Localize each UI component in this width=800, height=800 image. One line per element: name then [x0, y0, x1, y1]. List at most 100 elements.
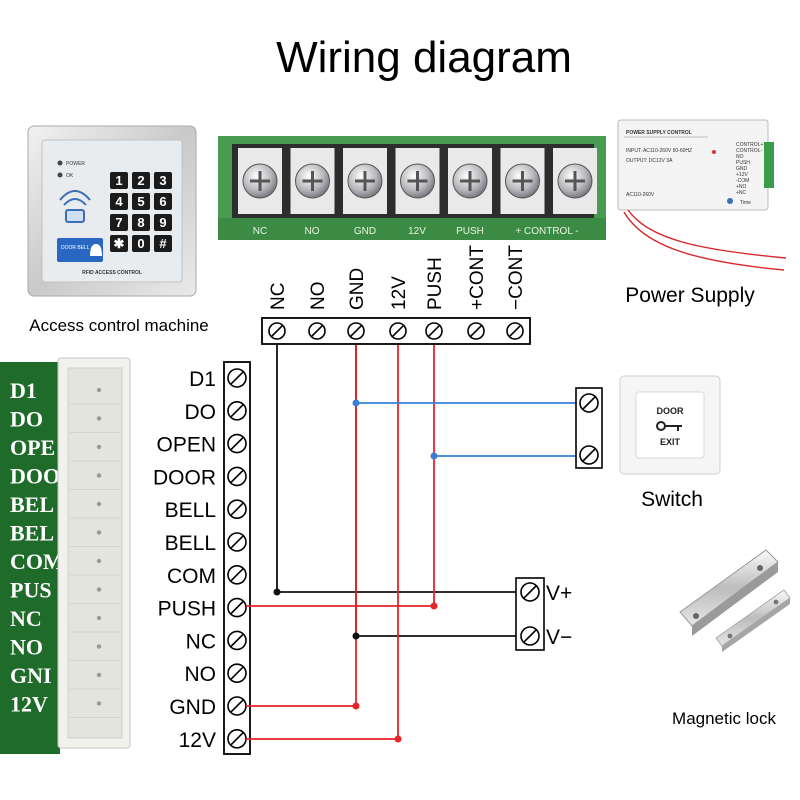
psu-input: INPUT: AC110-260V 50-60HZ — [626, 148, 692, 154]
pcb-pin-icon — [96, 615, 102, 621]
switch-terminal-block — [575, 387, 603, 469]
controller-terminal-screw-icon — [227, 597, 247, 618]
power-terminal-screw-icon — [268, 322, 286, 340]
exit-button: DOOR EXIT — [619, 375, 721, 475]
keypad-key-label: 2 — [137, 173, 144, 188]
magnetic-lock-photo — [679, 549, 791, 652]
keypad-key[interactable]: 7 — [110, 214, 128, 231]
pcb-silkscreen-label: 12V — [10, 692, 48, 717]
psu-output: OUTPUT: DC12V 3A — [626, 158, 673, 164]
strip-label: NC — [253, 226, 267, 237]
controller-terminal-screw-icon — [227, 400, 247, 421]
keypad-key-label: 7 — [115, 215, 122, 230]
keypad-key[interactable]: 6 — [154, 193, 172, 210]
power-terminal-label: −CONT — [506, 245, 527, 310]
controller-terminal-screw-icon — [227, 663, 247, 684]
power-terminal-screw-icon — [347, 322, 365, 340]
caption-power-supply: Power Supply — [625, 284, 755, 307]
wires — [246, 345, 578, 740]
strip-screw-icon — [395, 148, 440, 214]
pcb-pin-icon — [96, 501, 102, 507]
psu-led-icon — [712, 150, 716, 154]
pcb-pin-icon — [96, 416, 102, 421]
power-terminal-label: +CONT — [467, 245, 488, 310]
pcb-pin-icon — [96, 644, 102, 649]
keypad-key[interactable]: ✱ — [110, 235, 128, 252]
strip-label: + CONTROL - — [515, 226, 578, 237]
psu-terminal-label: CONTROL+ — [736, 142, 763, 148]
psu-terminal-block — [764, 142, 774, 188]
strip-label: GND — [354, 226, 376, 237]
keypad-key[interactable]: 4 — [110, 193, 128, 210]
strip-screw-icon — [238, 148, 282, 214]
pcb-silkscreen-label: NC — [10, 606, 42, 631]
keypad-key[interactable]: 9 — [154, 214, 172, 231]
keypad-key-label: 6 — [159, 194, 166, 209]
controller-terminal-label: 12V — [179, 729, 216, 752]
controller-terminal-label: OPEN — [156, 434, 216, 457]
power-supply-unit: POWER SUPPLY CONTROL INPUT: AC110-260V 5… — [617, 119, 787, 271]
strip-label: PUSH — [456, 226, 484, 237]
pcb-pin-icon — [96, 701, 102, 706]
controller-terminal-label: DOOR — [153, 466, 216, 489]
controller-terminal-label: D1 — [189, 368, 216, 391]
pcb-silkscreen-label: DO — [10, 407, 43, 432]
key-icon — [656, 421, 682, 431]
controller-terminal-screw-icon — [227, 728, 247, 749]
door-bell-label: DOOR BELL — [61, 245, 90, 251]
strip-screw-icon — [343, 148, 387, 214]
power-terminal-screw-icon — [467, 322, 485, 340]
controller-terminal-screw-icon — [227, 433, 247, 454]
strip-screw-icon — [448, 148, 492, 214]
controller-terminal-screw-icon — [227, 630, 247, 651]
keypad-key[interactable]: # — [154, 235, 172, 252]
bell-icon — [90, 244, 102, 256]
power-terminal-label: NO — [308, 282, 329, 311]
wire-junctions — [273, 399, 438, 743]
pcb-pin-icon — [96, 473, 102, 478]
lock-terminal-block: V+ V− — [515, 577, 572, 651]
pcb-silkscreen-label: D1 — [10, 378, 37, 403]
controller-terminal-label: COM — [167, 565, 216, 588]
keypad-key-label: 8 — [137, 215, 144, 230]
keypad-key-label: 9 — [159, 215, 166, 230]
keypad-key-label: # — [159, 236, 167, 251]
keypad-key-label: 1 — [115, 173, 122, 188]
keypad-key[interactable]: 3 — [154, 172, 172, 189]
keypad-key[interactable]: 0 — [132, 235, 150, 252]
psu-terminal-label: PUSH — [736, 160, 750, 166]
pcb-pin-icon — [96, 444, 102, 450]
controller-terminal-screw-icon — [227, 532, 247, 552]
pcb-pin-icon — [96, 530, 102, 535]
keypad-key[interactable]: 8 — [132, 214, 150, 231]
strip-label: NO — [305, 226, 320, 237]
keypad-key-label: 4 — [115, 194, 123, 209]
psu-time-knob-icon — [727, 198, 733, 204]
pcb-silkscreen-label: PUS — [10, 578, 52, 603]
caption-access-control: Access control machine — [29, 316, 209, 335]
keypad-key[interactable]: 2 — [132, 172, 150, 189]
power-terminal-screw-icon — [425, 322, 443, 340]
power-terminal-label: PUSH — [425, 257, 446, 310]
pcb-silkscreen-label: NO — [10, 635, 43, 660]
keypad-key[interactable]: 5 — [132, 193, 150, 210]
ok-led-label: OK — [66, 173, 74, 179]
psu-range: AC110-260V — [626, 192, 655, 198]
strip-screw-icon — [290, 148, 335, 214]
power-terminal-screw-icon — [308, 322, 326, 340]
ok-led-icon — [57, 172, 63, 178]
psu-terminal-label: CONTROL- — [736, 148, 762, 154]
keypad-key[interactable]: 1 — [110, 172, 128, 189]
pcb-pin-icon — [96, 387, 102, 393]
controller-terminal-label: NC — [186, 630, 216, 653]
controller-terminal-screw-icon — [227, 696, 247, 716]
power-terminal-label: NC — [268, 283, 289, 310]
power-terminal-screw-icon — [389, 322, 407, 340]
controller-terminal-label: BELL — [165, 532, 216, 555]
keypad-key-label: 3 — [159, 173, 166, 188]
